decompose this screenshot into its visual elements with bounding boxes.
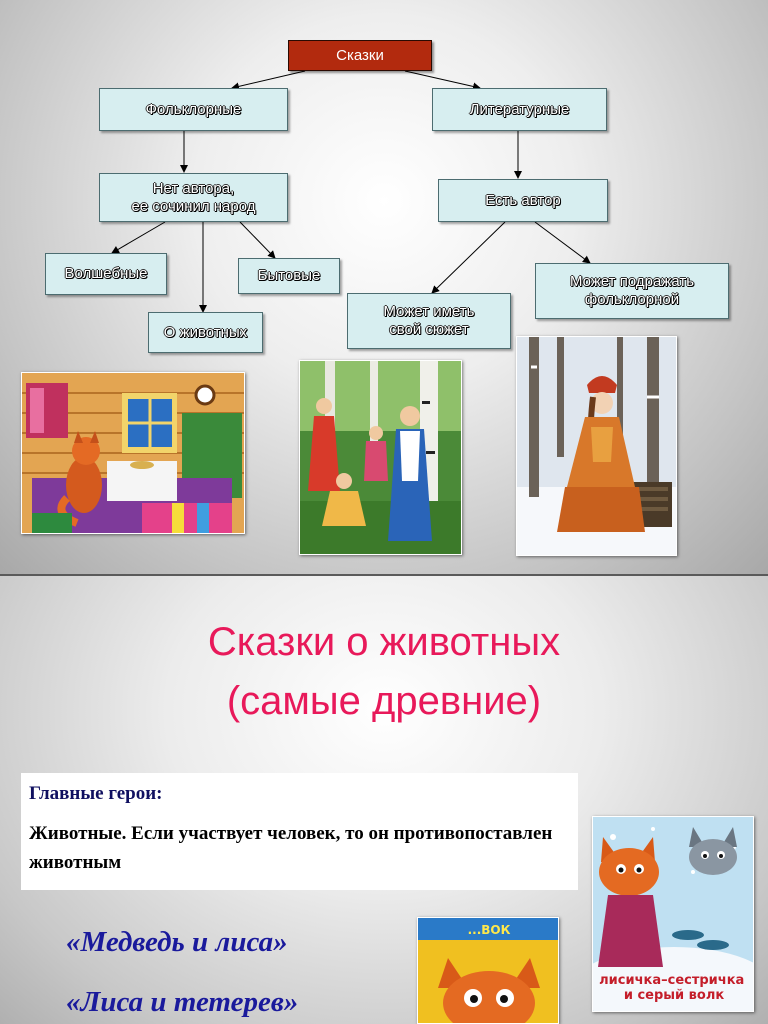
node-magic-label: Волшебные [64,265,148,282]
diagram-connectors [111,70,591,313]
slide-separator [0,574,768,576]
node-animals: О животных [148,312,263,353]
node-folk-label: Фольклорные [145,100,242,118]
title-line-2: (самые древние) [226,679,542,723]
wolf-character [689,827,737,875]
node-magic: Волшебные [45,253,167,295]
illustration-fox-book-cover: ...ВОК [417,917,559,1024]
fox-face [438,958,540,1023]
title-line-1: Сказки о животных [207,620,561,664]
node-imitate-folk: Может подражать фольклорной [535,263,729,319]
book-title-line: лисичка–сестричка и серый волк [599,973,749,1003]
node-everyday: Бытовые [238,258,340,294]
node-has-author: Есть автор [438,179,608,222]
node-no-author-label: Нет автора, ее сочинил народ [131,179,256,215]
arrow-author-ownplot [431,221,506,294]
girl-red-dress [308,398,340,491]
story-title-bear-fox: «Медведь и лиса» [66,926,288,958]
node-has-author-label: Есть автор [485,191,561,209]
illustration-girls-birch-grove [299,360,462,555]
heroes-heading: Главные герои: [29,783,163,804]
node-everyday-label: Бытовые [257,267,321,284]
maiden-figure [557,376,645,532]
book2-title: ...ВОК [468,923,511,937]
illustration-winter-maiden [516,336,677,556]
arrow-noauthor-everyday [239,221,276,259]
node-literary: Литературные [432,88,607,131]
node-own-plot: Может иметь свой сюжет [347,293,511,349]
arrow-root-literary [404,70,481,91]
node-folk: Фольклорные [99,88,288,131]
heroes-text: Животные. Если участвует человек, то он … [29,823,553,873]
node-fairy-tales: Сказки [288,40,432,71]
girl-small [364,426,388,481]
node-imitate-folk-label: Может подражать фольклорной [569,273,695,308]
arrow-root-folk [231,70,306,91]
slide-fairy-tales-diagram: Сказки Фольклорные Литературные Нет авто… [0,0,768,574]
fox-character [598,837,663,967]
node-fairy-tales-label: Сказки [336,46,384,64]
girl-blue-dress [388,406,432,541]
illustration-fox-wolf-book-cover: лисичка–сестричка и серый волк [592,816,754,1012]
node-animals-label: О животных [163,323,248,341]
arrow-author-imitate [534,221,591,264]
node-no-author: Нет автора, ее сочинил народ [99,173,288,222]
slide-animal-tales: Сказки о животных (самые древние) Главны… [0,576,768,1024]
illustration-fox-izba [21,372,245,534]
fox-figure [57,431,102,527]
girl-sitting [322,473,366,526]
main-heroes-box: Главные герои: Животные. Если участвует … [21,773,578,890]
node-own-plot-label: Может иметь свой сюжет [383,303,475,338]
story-title-fox-grouse: «Лиса и тетерев» [66,986,299,1018]
arrow-noauthor-magic [111,221,166,254]
node-literary-label: Литературные [469,100,570,118]
